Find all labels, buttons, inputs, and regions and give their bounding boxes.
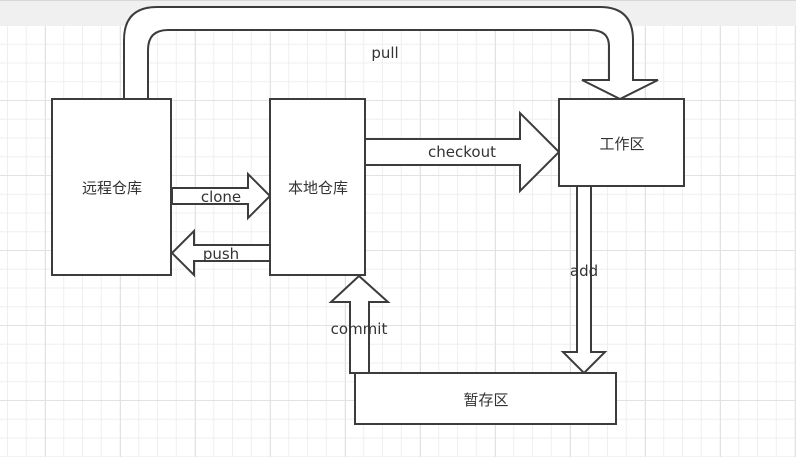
commit-arrow[interactable]: commit — [328, 274, 391, 374]
add-arrow[interactable]: add — [560, 185, 608, 375]
checkout-arrow[interactable]: checkout — [364, 110, 561, 194]
commit-label: commit — [331, 320, 388, 338]
clone-arrow[interactable]: clone — [171, 171, 272, 221]
node-staging-area-label: 暂存区 — [463, 391, 508, 409]
node-working-dir[interactable]: 工作区 — [558, 98, 685, 187]
node-working-dir-label: 工作区 — [599, 135, 644, 153]
pull-label: pull — [371, 44, 398, 62]
node-staging-area[interactable]: 暂存区 — [354, 372, 617, 425]
push-label: push — [203, 245, 239, 263]
clone-label: clone — [201, 188, 241, 206]
node-local-repo[interactable]: 本地仓库 — [269, 98, 366, 276]
pull-arrow[interactable]: pull — [123, 6, 659, 101]
add-label: add — [570, 262, 598, 280]
node-local-repo-label: 本地仓库 — [288, 179, 348, 197]
checkout-label: checkout — [428, 143, 496, 161]
push-arrow[interactable]: push — [170, 228, 271, 278]
node-remote-repo[interactable]: 远程仓库 — [51, 98, 172, 276]
node-remote-repo-label: 远程仓库 — [82, 179, 142, 197]
